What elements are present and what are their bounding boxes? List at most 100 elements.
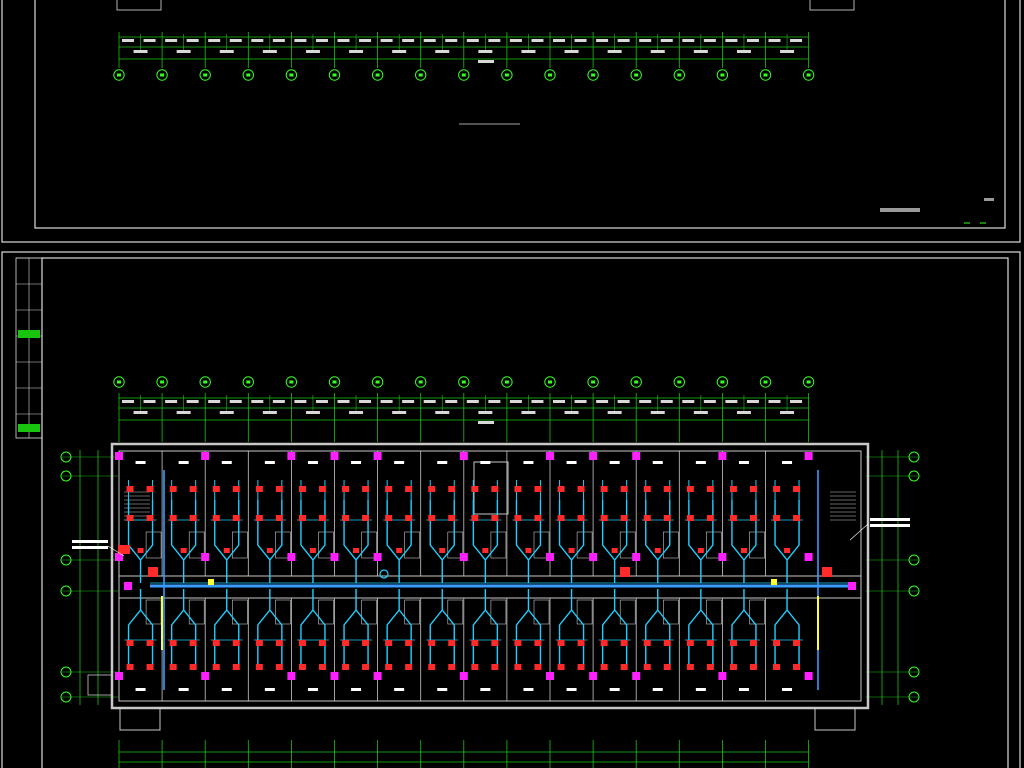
grid-axis-bubble-label: [763, 73, 768, 77]
air-diffuser-icon: [169, 664, 177, 670]
air-diffuser-icon: [362, 664, 370, 670]
leader-line: [107, 545, 125, 557]
grid-axis-bubble-label: [720, 380, 725, 384]
room-label: [264, 461, 275, 464]
air-diffuser-icon: [342, 664, 350, 670]
room-label: [135, 688, 146, 691]
hvac-duct-layout: [124, 470, 850, 690]
bottom-dimension-label: [553, 400, 565, 403]
bottom-dimension-label: [272, 400, 285, 403]
air-diffuser-icon: [405, 640, 413, 646]
structural-column-icon: [632, 452, 641, 460]
air-diffuser-icon: [654, 548, 661, 553]
grid-axis-bubble: [544, 376, 556, 388]
air-diffuser-icon: [793, 515, 801, 521]
air-diffuser-icon: [275, 640, 283, 646]
bathroom-block: [232, 599, 248, 625]
air-diffuser-icon: [362, 515, 370, 521]
air-diffuser-icon: [643, 515, 651, 521]
bottom-sheet-dimension-grid: [60, 376, 920, 768]
air-diffuser-icon: [491, 515, 499, 521]
bottom-dimension-label: [305, 411, 320, 414]
air-diffuser-icon: [600, 515, 608, 521]
grid-axis-bubble-label: [806, 73, 811, 77]
air-diffuser-icon: [706, 640, 714, 646]
air-diffuser-icon: [212, 664, 220, 670]
grid-axis-bubble-label: [806, 380, 811, 384]
air-diffuser-icon: [557, 515, 565, 521]
bottom-dimension-label: [746, 400, 759, 403]
air-diffuser-icon: [189, 664, 197, 670]
grid-axis-bubble: [802, 69, 815, 81]
air-diffuser-icon: [557, 664, 565, 670]
air-handler-icon: [148, 567, 158, 577]
air-diffuser-icon: [212, 640, 220, 646]
leader-note-text: [870, 524, 910, 527]
bottom-dimension-label: [251, 400, 264, 403]
air-diffuser-icon: [385, 664, 393, 670]
grid-axis-bubble: [458, 69, 470, 81]
grid-axis-bubble: [673, 376, 685, 388]
bottom-dimension-label: [725, 400, 738, 403]
air-diffuser-icon: [428, 640, 436, 646]
air-diffuser-icon: [534, 486, 542, 492]
grid-axis-bubble: [908, 666, 920, 678]
air-diffuser-icon: [318, 640, 326, 646]
top-dimension-label: [703, 39, 716, 42]
bathroom-block: [404, 599, 421, 625]
air-diffuser-icon: [212, 515, 220, 521]
bottom-dimension-label: [650, 411, 665, 414]
top-dimension-label: [466, 39, 479, 42]
structural-column-icon: [287, 452, 296, 460]
top-dimension-label: [272, 39, 285, 42]
bathroom-block: [275, 599, 291, 625]
air-handler-icon: [822, 567, 832, 577]
top-dimension-label: [359, 39, 372, 42]
air-diffuser-icon: [773, 515, 781, 521]
bottom-dimension-label: [790, 400, 803, 403]
corner-note-text: [984, 198, 994, 201]
air-diffuser-icon: [697, 548, 704, 553]
bathroom-block: [576, 531, 593, 559]
air-diffuser-icon: [557, 486, 565, 492]
branch-duct-south: [601, 589, 628, 670]
air-diffuser-icon: [385, 640, 393, 646]
top-dimension-label: [564, 50, 579, 53]
grid-axis-bubble-label: [375, 380, 380, 384]
air-diffuser-icon: [428, 515, 436, 521]
branch-duct-south: [731, 589, 757, 670]
grid-axis-bubble-label: [418, 73, 423, 77]
air-diffuser-icon: [232, 515, 240, 521]
bottom-dimension-label: [466, 400, 479, 403]
air-diffuser-icon: [663, 515, 671, 521]
branch-duct-south: [386, 589, 412, 670]
air-diffuser-icon: [212, 486, 220, 492]
room-label: [652, 461, 663, 464]
top-dimension-label: [746, 39, 759, 42]
grid-axis-bubble: [716, 69, 729, 81]
grid-axis-bubble: [587, 69, 599, 81]
bottom-sheet-inner-frame: [41, 257, 1009, 768]
bottom-dimension-label: [521, 411, 536, 414]
grid-axis-bubble: [458, 376, 470, 388]
bottom-dimension-label: [478, 411, 493, 414]
air-diffuser-icon: [298, 515, 306, 521]
top-dimension-label: [294, 39, 307, 42]
grid-axis-bubble-label: [504, 380, 509, 384]
grid-axis-bubble: [501, 376, 513, 388]
grid-axis-bubble: [156, 69, 168, 81]
air-diffuser-icon: [471, 664, 479, 670]
bathroom-block: [318, 599, 334, 625]
top-dimension-label: [682, 39, 695, 42]
top-dimension-label: [219, 50, 234, 53]
air-diffuser-icon: [534, 664, 542, 670]
air-diffuser-icon: [223, 548, 230, 553]
structural-column-icon: [115, 672, 123, 680]
structural-column-icon: [589, 672, 598, 680]
bathroom-block: [619, 599, 636, 625]
room-label: [178, 461, 189, 464]
branch-duct-north: [688, 500, 714, 583]
room-label: [135, 461, 146, 464]
air-diffuser-icon: [577, 664, 585, 670]
